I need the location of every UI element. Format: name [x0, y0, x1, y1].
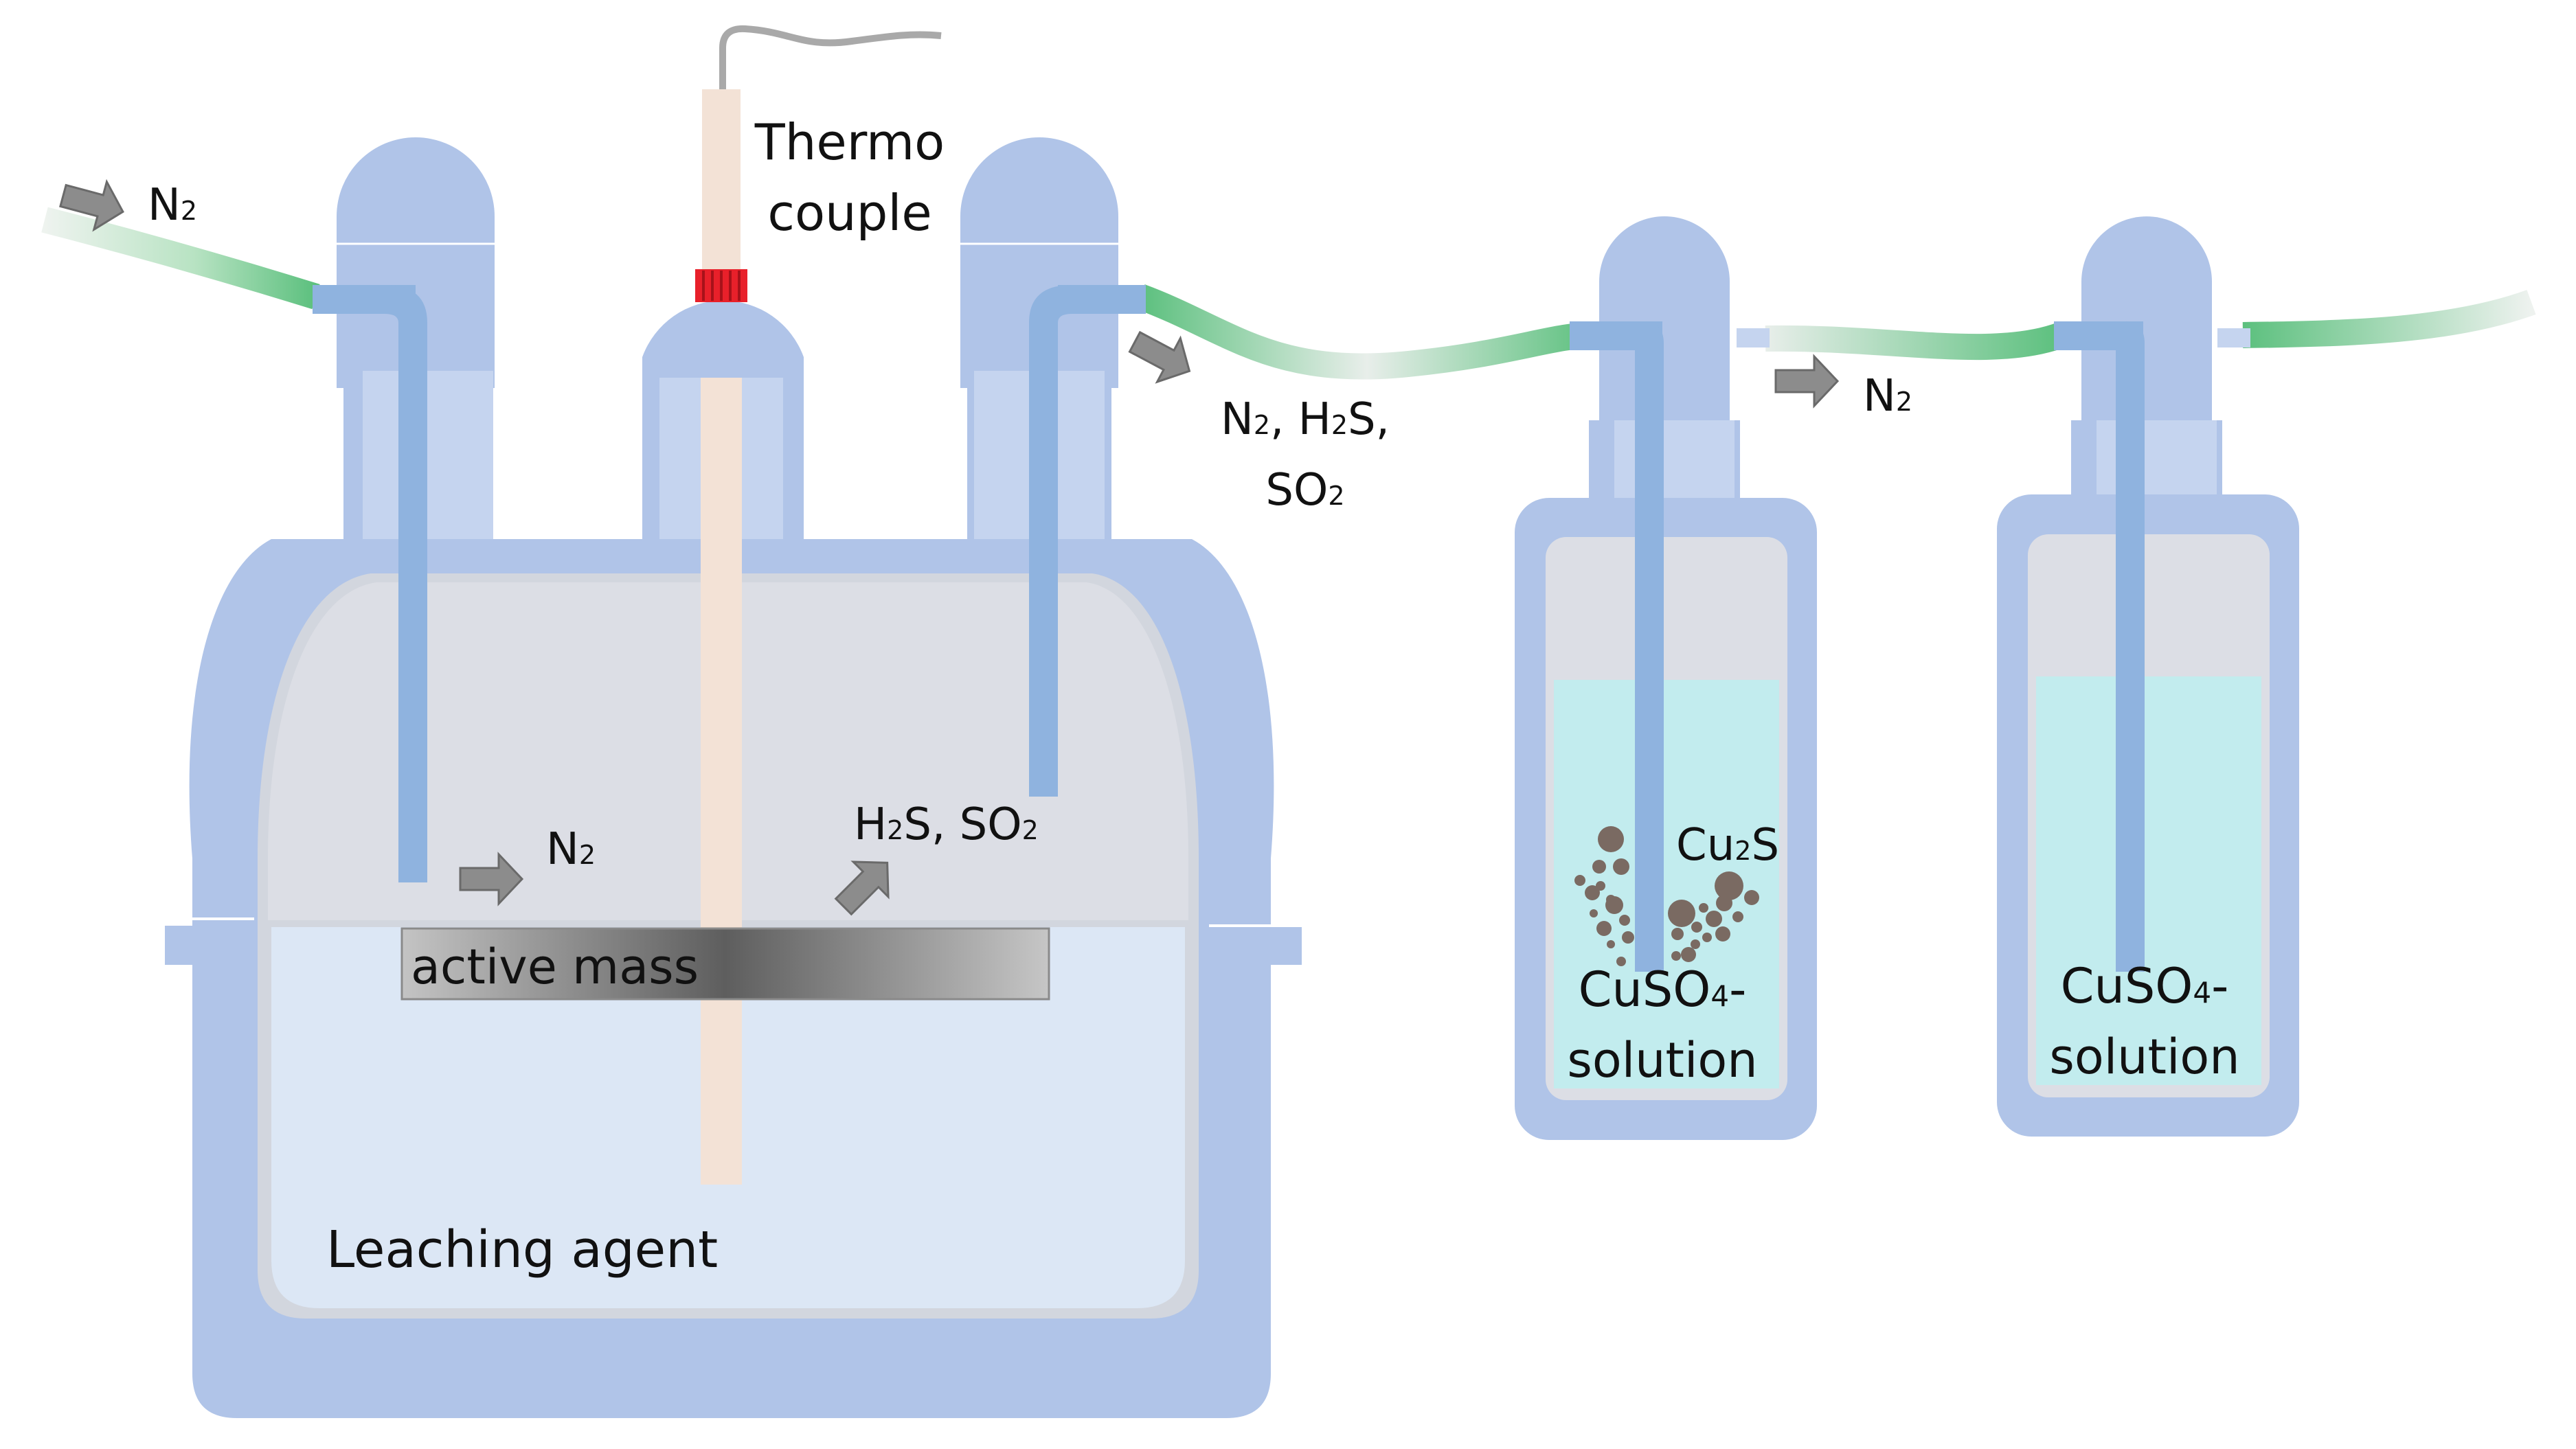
- label-active-mass: active mass: [411, 939, 699, 995]
- label-outlet-gases-line2: SO2: [1265, 465, 1344, 516]
- label-outlet-gases-line1: N2, H2S,: [1221, 394, 1390, 445]
- label-leaching-agent: Leaching agent: [326, 1220, 718, 1279]
- bottle1-cuso4-solution: [1554, 680, 1779, 1088]
- hose-reactor-to-bottle1: [1136, 284, 1594, 380]
- hose-bottle1-to-bottle2: [1765, 323, 2066, 361]
- arrow-gases-rising: [834, 860, 890, 916]
- label-thermo-line1: Thermo: [754, 113, 945, 171]
- wash-bottle-2: [1997, 216, 2299, 1137]
- label-n2-between: N2: [1863, 371, 1912, 422]
- arrow-reactor-outlet: [1128, 330, 1191, 384]
- arrow-n2-between-bottles: [1774, 354, 1840, 409]
- label-n2-inlet: N2: [148, 180, 197, 231]
- outlet-hose: [2242, 290, 2536, 348]
- label-bottle2-solution-line1: CuSO4-: [2061, 958, 2229, 1014]
- wash-bottle-1: [1515, 216, 1817, 1140]
- label-bottle1-solution-line1: CuSO4-: [1579, 961, 1747, 1018]
- label-gases-inside: H2S, SO2: [854, 799, 1039, 850]
- arrow-n2-inside: [459, 852, 524, 906]
- thermocouple: [695, 25, 942, 1185]
- arrow-n2-inlet: [59, 179, 124, 232]
- inlet-hose: [41, 207, 320, 310]
- label-bottle1-solution-line2: solution: [1567, 1032, 1757, 1088]
- label-thermo-line2: couple: [767, 184, 931, 242]
- label-n2-inside: N2: [546, 824, 596, 875]
- label-cu2s: Cu2S: [1676, 820, 1779, 871]
- cu2s-particles: [1574, 826, 1759, 966]
- reactor-inlet-tube: [313, 285, 427, 882]
- bottle2-cuso4-solution: [2036, 676, 2261, 1085]
- reactor-outlet-tube: [1029, 285, 1146, 797]
- label-bottle2-solution-line2: solution: [2049, 1029, 2239, 1085]
- active-mass-block: [400, 927, 1050, 1001]
